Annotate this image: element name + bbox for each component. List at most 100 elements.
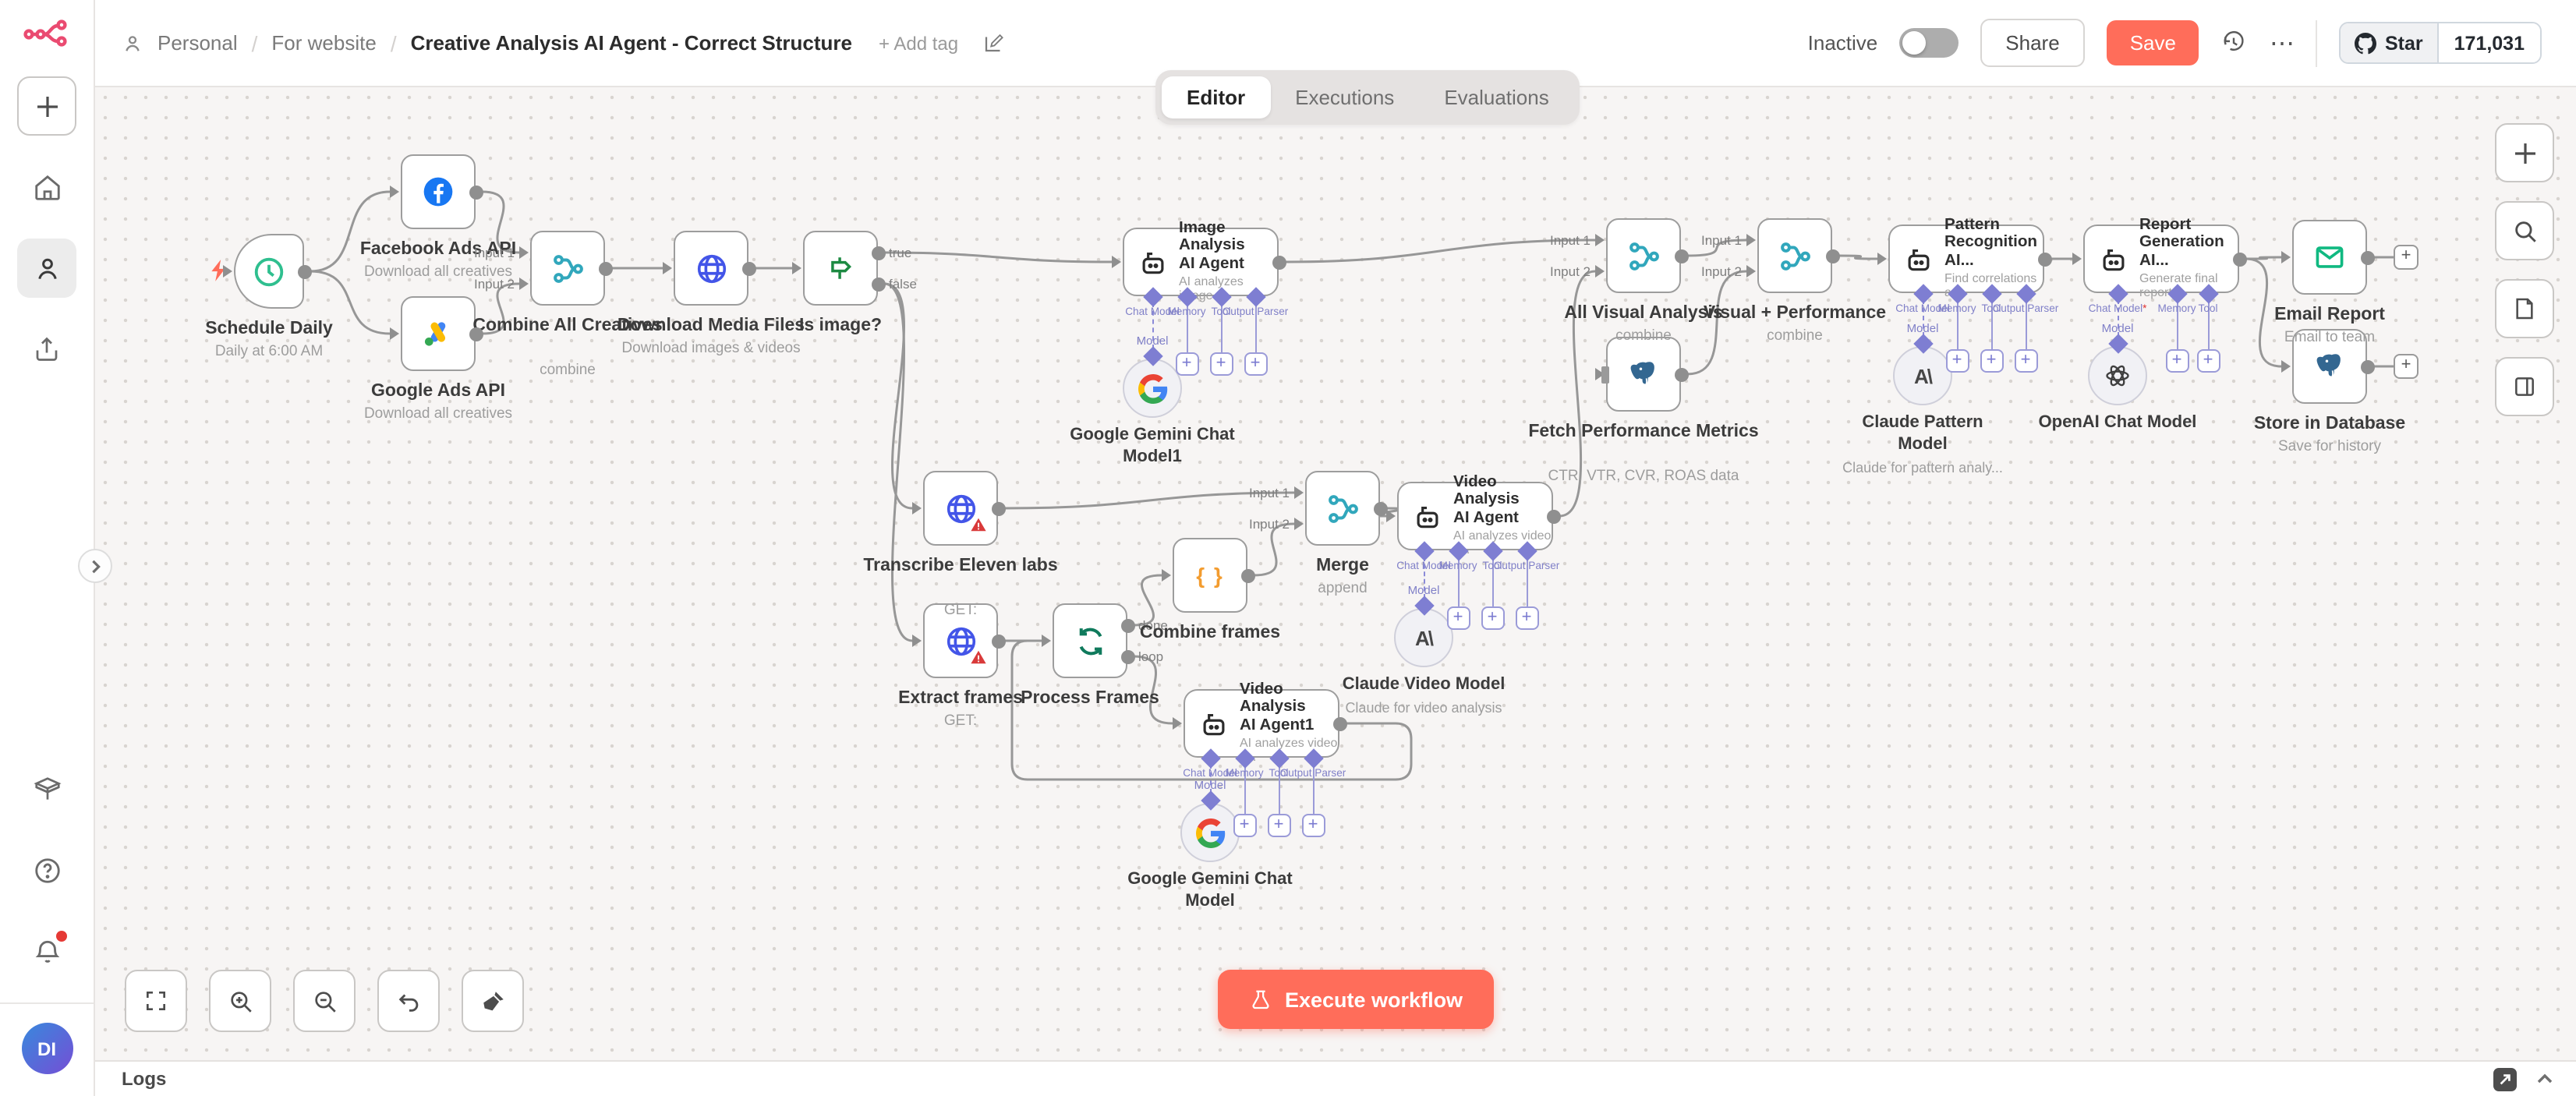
output-port[interactable] (1674, 249, 1688, 263)
connector-add-button[interactable]: + (1301, 814, 1325, 837)
node-combine_frames[interactable]: { } (1173, 538, 1247, 613)
output-port[interactable] (1546, 509, 1560, 523)
active-toggle[interactable] (1899, 28, 1959, 58)
connector-add-button[interactable]: + (2196, 349, 2220, 373)
expand-sidebar-chevron[interactable] (78, 549, 112, 583)
help-button[interactable] (17, 840, 76, 900)
notifications-button[interactable] (17, 921, 76, 981)
output-port[interactable] (871, 246, 885, 260)
output-port[interactable] (1825, 249, 1839, 263)
output-port[interactable] (1120, 649, 1134, 663)
tab-evaluations[interactable]: Evaluations (1444, 86, 1549, 109)
expand-logs-chevron[interactable] (2535, 1069, 2554, 1088)
node-process[interactable] (1053, 603, 1127, 678)
save-button[interactable]: Save (2106, 20, 2199, 65)
node-email[interactable] (2292, 220, 2367, 295)
more-options-icon[interactable]: ⋯ (2269, 30, 2295, 57)
connector-add-button[interactable]: + (2014, 349, 2037, 373)
node-store_db[interactable] (2292, 329, 2367, 404)
workflow-title[interactable]: Creative Analysis AI Agent - Correct Str… (410, 31, 852, 55)
rename-icon[interactable] (982, 31, 1005, 55)
output-port[interactable] (469, 185, 483, 199)
github-star-badge[interactable]: Star 171,031 (2339, 22, 2542, 64)
connector-add-button[interactable]: + (1267, 814, 1290, 837)
sidebar-item-personal[interactable] (17, 239, 76, 298)
breadcrumb-workspace[interactable]: Personal (157, 31, 238, 55)
output-port[interactable] (1674, 367, 1688, 381)
fit-view-button[interactable] (125, 970, 187, 1032)
output-port[interactable] (991, 501, 1005, 515)
open-logs-window-icon[interactable] (2493, 1067, 2517, 1091)
tidy-up-button[interactable] (462, 970, 524, 1032)
connector-add-button[interactable]: + (1515, 606, 1538, 630)
output-port[interactable] (1373, 501, 1387, 515)
add-tag-button[interactable]: + Add tag (879, 32, 959, 54)
connector-add-button[interactable]: + (1175, 352, 1198, 376)
history-icon[interactable] (2221, 30, 2248, 56)
search-nodes-button[interactable] (2495, 201, 2554, 260)
connector-add-button[interactable]: + (1233, 814, 1256, 837)
node-googleads[interactable] (401, 296, 476, 371)
undo-button[interactable] (377, 970, 440, 1032)
add-next-node-button[interactable]: + (2394, 354, 2419, 379)
node-is_image[interactable] (803, 231, 878, 306)
tab-editor[interactable]: Editor (1162, 76, 1271, 118)
output-port[interactable] (469, 327, 483, 341)
output-port[interactable] (598, 261, 612, 275)
add-next-node-button[interactable]: + (2394, 245, 2419, 270)
output-port[interactable] (2360, 359, 2374, 373)
node-gemini0[interactable] (1180, 803, 1240, 862)
node-all_visual[interactable] (1606, 218, 1681, 293)
share-button[interactable]: Share (1980, 19, 2085, 67)
output-port[interactable] (1120, 618, 1134, 632)
connector-add-button[interactable]: + (2165, 349, 2189, 373)
output-port[interactable] (2232, 252, 2246, 266)
output-port[interactable] (2037, 252, 2051, 266)
connector-add-button[interactable]: + (1945, 349, 1969, 373)
zoom-out-button[interactable] (293, 970, 356, 1032)
sidebar-item-shared[interactable] (17, 320, 76, 379)
connector-add-button[interactable]: + (1244, 352, 1267, 376)
output-port[interactable] (871, 277, 885, 291)
connector-add-button[interactable]: + (1446, 606, 1470, 630)
output-port[interactable] (1240, 568, 1254, 582)
connector-add-button[interactable]: + (1980, 349, 2003, 373)
node-transcribe[interactable] (923, 471, 998, 546)
node-facebook[interactable] (401, 154, 476, 229)
node-schedule[interactable] (234, 234, 304, 309)
logs-panel-header[interactable]: Logs (95, 1060, 2576, 1096)
sticky-note-button[interactable] (2495, 279, 2554, 338)
node-fetch_metrics[interactable] (1606, 337, 1681, 412)
node-openai[interactable] (2088, 346, 2147, 405)
node-visual_perf[interactable] (1757, 218, 1832, 293)
execute-workflow-button[interactable]: Execute workflow (1218, 970, 1495, 1029)
output-port[interactable] (1332, 716, 1346, 730)
toggle-panel-button[interactable] (2495, 357, 2554, 416)
node-extract[interactable] (923, 603, 998, 678)
output-port[interactable] (741, 261, 755, 275)
node-claude_video[interactable]: A\ (1394, 608, 1453, 667)
output-port[interactable] (2360, 250, 2374, 264)
avatar[interactable]: DI (21, 1023, 73, 1074)
new-workflow-button[interactable] (17, 76, 76, 136)
connector-add-button[interactable]: + (1209, 352, 1233, 376)
output-port[interactable] (991, 634, 1005, 648)
zoom-in-button[interactable] (209, 970, 271, 1032)
connector-add-button[interactable]: + (1481, 606, 1504, 630)
node-merge[interactable] (1305, 471, 1380, 546)
sidebar-item-templates[interactable] (17, 759, 76, 818)
add-node-button[interactable] (2495, 123, 2554, 182)
output-port[interactable] (1272, 255, 1286, 269)
node-claude_pattern[interactable]: A\ (1893, 346, 1952, 405)
node-gemini1[interactable] (1123, 359, 1182, 418)
sidebar-item-home[interactable] (17, 157, 76, 217)
tab-executions[interactable]: Executions (1295, 86, 1395, 109)
node-download[interactable] (674, 231, 748, 306)
output-port[interactable] (297, 264, 311, 278)
